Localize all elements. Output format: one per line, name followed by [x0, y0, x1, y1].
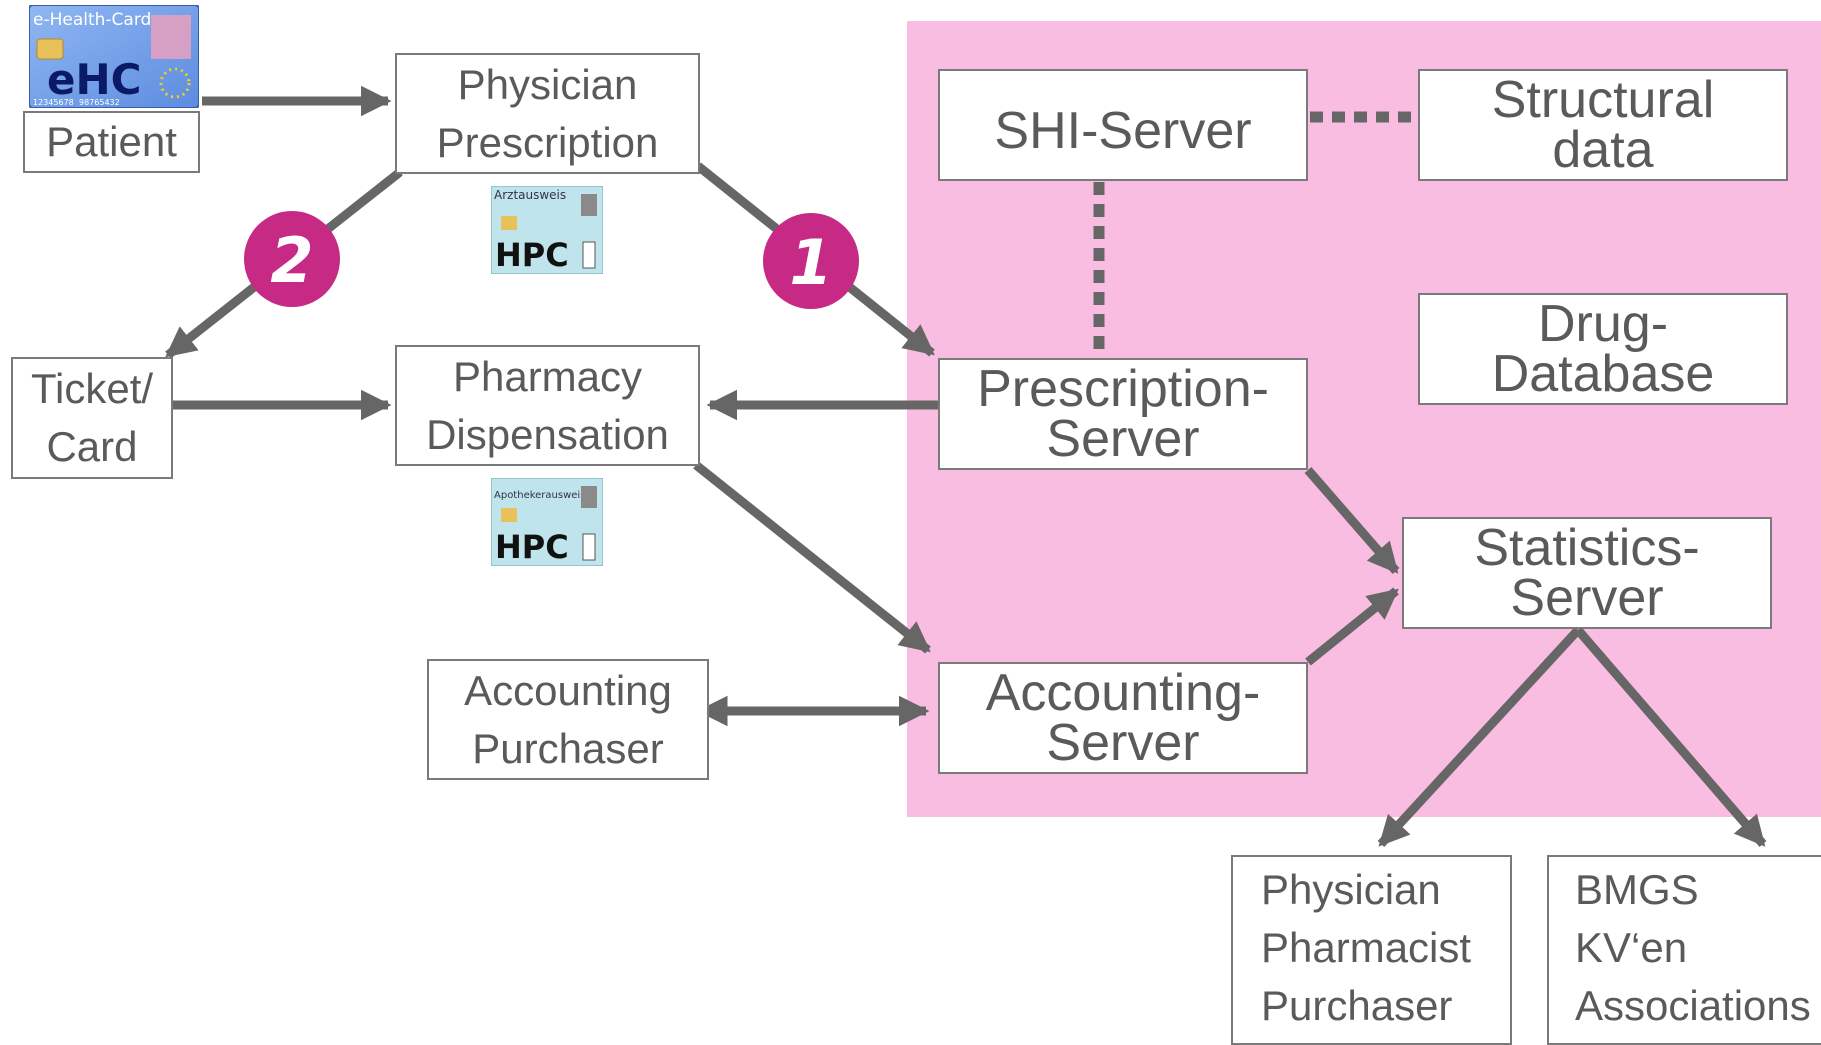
hpc-physician-label: HPC [495, 236, 569, 274]
structural-data-line1: Structural [1491, 71, 1715, 129]
accounting-purchaser-box: Accounting Purchaser [427, 659, 709, 780]
shi-server-box: SHI-Server [938, 69, 1308, 181]
hpc-photo-icon [581, 486, 597, 508]
hpc-barcode-icon [582, 533, 596, 561]
arrow-pharmacy-to-accounting-server [693, 461, 931, 654]
accounting-server-box: Accounting- Server [938, 662, 1308, 774]
ehealth-card-icon: e-Health-Card eHC 12345678 98765432 [29, 5, 199, 108]
badge-one: 1 [763, 213, 859, 309]
recipients-professional-line2: Pharmacist [1261, 924, 1472, 971]
recipients-professional-line1: Physician [1261, 866, 1441, 913]
ticket-card-line2: Card [46, 423, 138, 470]
accounting-server-line1: Accounting- [985, 664, 1261, 722]
recipients-public-line2: KV‘en [1575, 924, 1688, 971]
recipients-professional-box: Physician Pharmacist Purchaser [1231, 855, 1512, 1045]
hpc-pharmacist-title: Apothekerausweis [494, 490, 585, 501]
pharmacy-dispensation-line1: Pharmacy [452, 352, 643, 400]
ehc-number-b: 98765432 [79, 98, 120, 107]
statistics-server-line2: Server [1510, 569, 1664, 627]
hpc-photo-icon [581, 194, 597, 216]
patient-label: Patient [46, 118, 177, 165]
hpc-physician-card-icon: Arztausweis HPC [491, 186, 603, 274]
badge-two: 2 [244, 211, 340, 307]
statistics-server-box: Statistics- Server [1402, 517, 1772, 629]
patient-box: Patient [23, 111, 200, 173]
arrow-prescription-server-to-statistics [1304, 467, 1400, 574]
ehc-number-a: 12345678 [33, 98, 74, 107]
drug-database-box: Drug- Database [1418, 293, 1788, 405]
ticket-card-box: Ticket/ Card [11, 357, 173, 479]
photo-icon [151, 15, 191, 59]
recipients-public-line1: BMGS [1575, 866, 1699, 913]
prescription-server-line2: Server [1046, 410, 1200, 468]
prescription-server-line1: Prescription- [977, 360, 1269, 418]
ehc-card-title: e-Health-Card [33, 10, 151, 30]
hpc-physician-title: Arztausweis [494, 188, 566, 202]
structural-data-box: Structural data [1418, 69, 1788, 181]
recipients-public-line3: Associations [1575, 982, 1811, 1029]
arrow-accounting-server-to-statistics [1305, 587, 1399, 666]
accounting-server-line2: Server [1046, 714, 1200, 772]
arrow-statistics-to-professionals [1377, 626, 1582, 848]
shi-server-label: SHI-Server [994, 102, 1252, 160]
badge-two-label: 2 [270, 224, 313, 297]
hpc-pharmacist-label: HPC [495, 528, 569, 566]
pharmacy-dispensation-box: Pharmacy Dispensation [395, 345, 700, 466]
physician-prescription-line2: Prescription [436, 118, 659, 166]
hpc-chip-icon [501, 508, 517, 522]
hpc-barcode-icon [582, 241, 596, 269]
drug-database-line1: Drug- [1537, 295, 1669, 353]
badge-one-label: 1 [789, 226, 832, 299]
ehc-card-main: eHC [47, 55, 141, 104]
physician-prescription-box: Physician Prescription [395, 53, 700, 174]
statistics-server-line1: Statistics- [1474, 519, 1700, 577]
accounting-purchaser-line2: Purchaser [472, 724, 664, 772]
recipients-public-box: BMGS KV‘en Associations [1547, 855, 1821, 1045]
eu-stars-icon [159, 67, 191, 99]
hpc-pharmacist-card-icon: Apothekerausweis HPC [491, 478, 603, 566]
ticket-card-line1: Ticket/ [30, 365, 154, 412]
accounting-purchaser-line1: Accounting [464, 666, 672, 714]
drug-database-line2: Database [1491, 345, 1715, 403]
structural-data-line2: data [1552, 121, 1654, 179]
prescription-server-box: Prescription- Server [938, 358, 1308, 470]
hpc-chip-icon [501, 216, 517, 230]
pharmacy-dispensation-line2: Dispensation [426, 410, 669, 458]
arrow-statistics-to-public [1574, 627, 1767, 847]
recipients-professional-line3: Purchaser [1261, 982, 1453, 1029]
physician-prescription-line1: Physician [457, 60, 638, 108]
chip-icon [36, 38, 64, 60]
